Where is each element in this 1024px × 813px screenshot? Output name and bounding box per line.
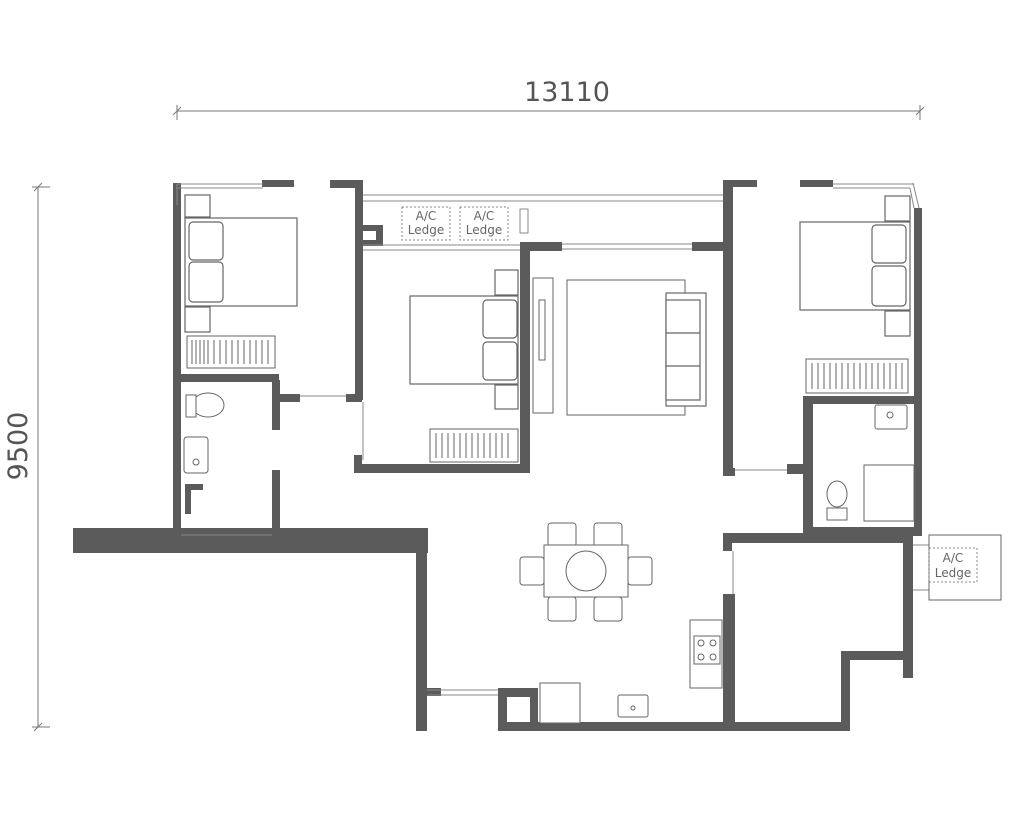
sofa xyxy=(665,292,707,407)
tv-console xyxy=(532,277,554,414)
ac-ledge-2-line2: Ledge xyxy=(466,223,502,237)
right-bathroom-fixtures xyxy=(813,404,915,522)
left-bedroom-wardrobe xyxy=(186,335,276,369)
ac-ledge-2-line1: A/C xyxy=(474,209,495,223)
kitchen-counter xyxy=(539,619,723,724)
width-dimension-label: 13110 xyxy=(524,77,610,108)
middle-bedroom-wardrobe xyxy=(429,428,519,463)
height-dimension xyxy=(32,182,50,732)
ac-ledge-3-line2: Ledge xyxy=(935,566,971,580)
left-bathroom-fixtures xyxy=(183,392,225,474)
ac-ledge-3-line1: A/C xyxy=(943,551,964,565)
ac-ledge-1: A/C Ledge xyxy=(401,206,451,241)
walls xyxy=(73,180,922,731)
dining-set xyxy=(519,522,653,622)
width-dimension xyxy=(172,105,925,120)
ac-ledge-2: A/C Ledge xyxy=(459,206,529,241)
right-bedroom-wardrobe xyxy=(805,358,909,394)
window-lines xyxy=(176,182,929,696)
left-bedroom-bed xyxy=(184,194,298,333)
ac-ledge-1-line2: Ledge xyxy=(408,223,444,237)
height-dimension-label: 9500 xyxy=(3,412,34,481)
middle-bedroom-bed xyxy=(409,269,519,410)
ac-ledge-1-line1: A/C xyxy=(416,209,437,223)
ac-ledge-3: A/C Ledge xyxy=(928,534,1002,601)
right-bedroom-bed xyxy=(799,195,911,337)
